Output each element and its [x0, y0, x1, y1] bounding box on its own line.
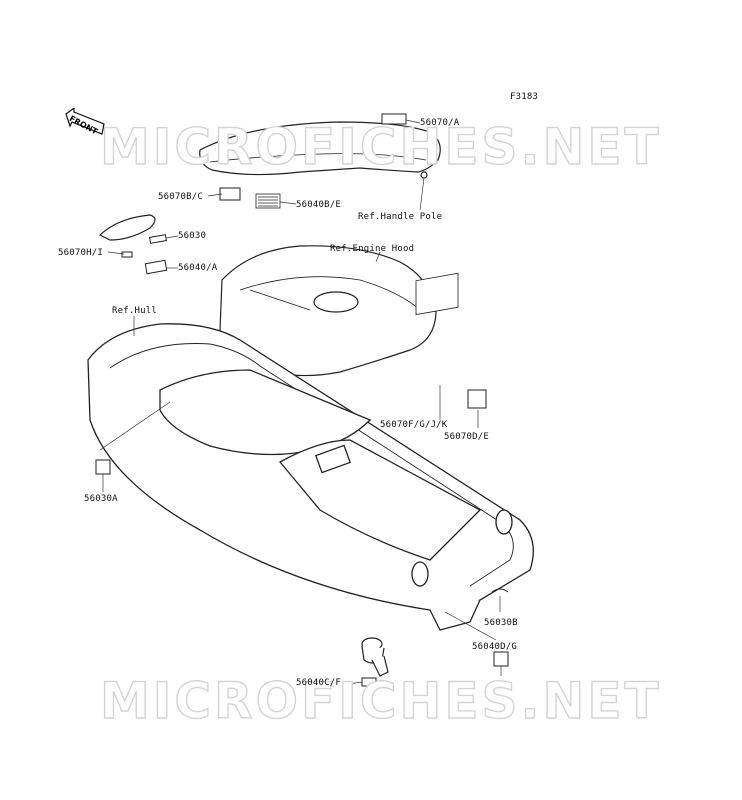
label-56030a: 56030A: [84, 494, 118, 504]
decal-56070a: [381, 113, 407, 125]
handle-pole-cover: [199, 121, 441, 179]
decal-56070hi: [121, 251, 133, 258]
decal-56070bc: [219, 187, 241, 201]
decal-56030b: [491, 588, 509, 593]
watermark-top: MICROFICHES.NET: [99, 117, 662, 176]
decal-56030a: [95, 459, 111, 475]
label-56070de: 56070D/E: [444, 432, 489, 442]
figure-code: F3183: [510, 92, 539, 102]
label-56070fgjk: 56070F/G/J/K: [380, 420, 448, 430]
label-56070bc: 56070B/C: [158, 192, 203, 202]
label-56030: 56030: [178, 231, 207, 241]
label-56030b: 56030B: [484, 618, 518, 628]
label-ref-engine-hood: Ref.Engine Hood: [330, 244, 415, 254]
front-arrow-icon: [65, 108, 105, 135]
decal-56040a: [144, 259, 168, 275]
label-56040dg: 56040D/G: [472, 642, 517, 652]
label-ref-handle-pole: Ref.Handle Pole: [358, 212, 443, 222]
hull: [87, 323, 534, 631]
decal-56070fgjk: [415, 272, 459, 316]
nozzle-part: [361, 637, 389, 677]
watermark-bottom: MICROFICHES.NET: [99, 671, 662, 730]
decal-56040be: [255, 193, 281, 209]
label-56040a: 56040/A: [178, 263, 218, 273]
label-56040cf: 56040C/F: [296, 678, 341, 688]
leader-lines: [99, 119, 502, 685]
label-56070a: 56070/A: [420, 118, 460, 128]
decal-56070de: [467, 389, 487, 409]
label-ref-hull: Ref.Hull: [112, 306, 157, 316]
label-56070hi: 56070H/I: [58, 248, 103, 258]
label-56040be: 56040B/E: [296, 200, 341, 210]
decal-56040dg: [493, 651, 509, 667]
pad-part: [98, 214, 156, 241]
decal-56030: [149, 234, 167, 244]
